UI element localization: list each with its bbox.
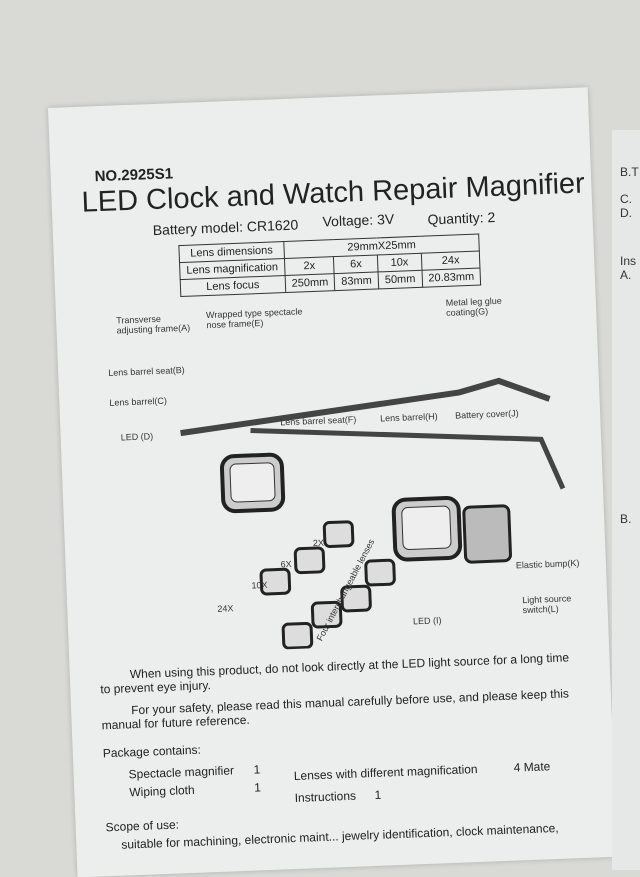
package-qty: 1 <box>374 787 382 802</box>
package-qty: 4 Mate <box>513 759 551 775</box>
scope-heading: Scope of use: <box>105 817 180 835</box>
quantity: Quantity: 2 <box>427 208 496 228</box>
table-cell: 83mm <box>334 271 379 291</box>
label-6x: 6X <box>280 558 292 570</box>
table-cell: 20.83mm <box>421 268 482 288</box>
package-item: Instructions <box>294 788 357 806</box>
side-text: C. <box>620 192 632 206</box>
side-text: B.T <box>620 165 639 179</box>
label-l: Light source switch(L) <box>522 593 572 616</box>
package-qty: 1 <box>253 780 262 795</box>
package-item: Spectacle magnifier <box>128 763 235 782</box>
table-cell: 10x <box>377 253 422 272</box>
table-cell: 50mm <box>378 270 423 289</box>
side-text: B. <box>620 512 632 526</box>
label-2x: 2X <box>312 537 325 549</box>
package-heading: Package contains: <box>102 742 202 761</box>
label-d: LED (D) <box>120 431 154 443</box>
label-i: LED (I) <box>412 615 442 627</box>
label-a: Transverse adjusting frame(A) <box>116 313 191 336</box>
package-item: Lenses with different magnification <box>293 762 478 784</box>
table-cell: 6x <box>333 254 379 274</box>
side-text: D. <box>620 206 632 220</box>
label-c: Lens barrel(C) <box>109 395 168 408</box>
package-item: Wiping cloth <box>129 782 195 800</box>
manual-page: NO.2925S1 LED Clock and Watch Repair Mag… <box>48 87 618 877</box>
table-cell: 250mm <box>284 273 336 293</box>
adjacent-page: B.T C. D. Ins A. B. <box>612 130 640 870</box>
label-24x: 24X <box>217 603 234 614</box>
side-text: Ins <box>620 254 637 268</box>
label-g: Metal leg glue coating(G) <box>445 295 502 318</box>
battery-model: Battery model: CR1620 <box>152 216 299 239</box>
side-text: A. <box>620 268 632 282</box>
label-e: Wrapped type spectacle nose frame(E) <box>205 306 303 331</box>
package-qty: 1 <box>253 762 261 777</box>
voltage: Voltage: 3V <box>322 210 395 230</box>
table-cell: Lens focus <box>180 275 286 297</box>
label-10x: 10X <box>251 579 268 591</box>
table-cell: 2x <box>284 256 335 276</box>
model-number: NO.2925S1 <box>94 165 174 186</box>
magnifier-illustration <box>180 377 566 650</box>
scope-text: suitable for machining, electronic maint… <box>121 820 559 852</box>
